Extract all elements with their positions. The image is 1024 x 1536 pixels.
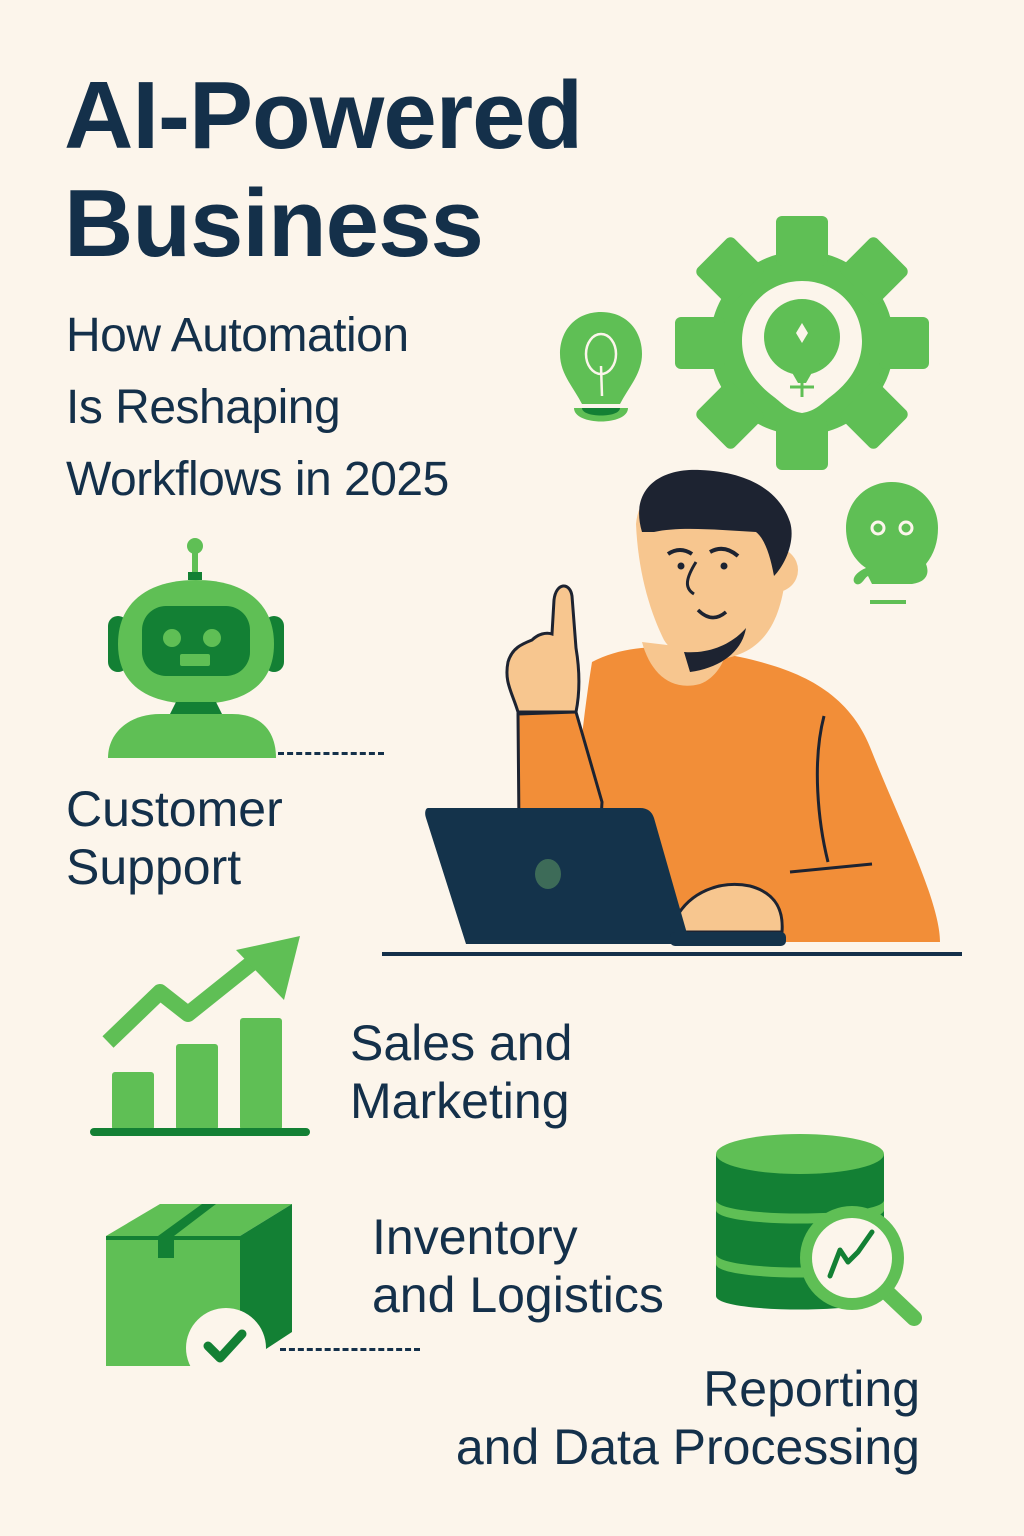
person-illustration [380,462,970,962]
subtitle-line-2: Is Reshaping [66,381,341,434]
sales-marketing-line-2: Marketing [350,1073,570,1129]
package-check-icon [104,1202,296,1368]
page-subtitle: How Automation Is Reshaping Workflows in… [66,300,449,516]
section-reporting-data: Reporting and Data Processing [456,1360,920,1476]
subtitle-line-3: Workflows in 2025 [66,453,449,506]
section-customer-support: Customer Support [66,780,283,896]
title-line-1: AI-Powered [64,62,583,169]
inventory-logistics-line-2: and Logistics [372,1267,664,1323]
robot-icon [106,536,286,758]
database-search-icon [716,1132,928,1332]
section-inventory-logistics: Inventory and Logistics [372,1208,664,1324]
sales-marketing-line-1: Sales and [350,1015,573,1071]
page-title: AI-Powered Business [64,62,583,278]
lightbulb-icon [556,308,646,433]
gear-lightbulb-icon [668,212,936,474]
customer-support-line-1: Customer [66,781,283,837]
title-line-2: Business [64,170,484,277]
subtitle-line-1: How Automation [66,309,409,362]
inventory-logistics-line-1: Inventory [372,1209,578,1265]
customer-support-line-2: Support [66,839,242,895]
reporting-data-line-2: and Data Processing [455,1419,920,1475]
customer-support-connector [278,752,384,755]
inventory-connector [280,1348,420,1351]
section-sales-marketing: Sales and Marketing [350,1014,572,1130]
growth-chart-icon [88,936,314,1140]
reporting-data-line-1: Reporting [703,1361,920,1417]
chat-bot-bubble-icon [842,480,942,610]
